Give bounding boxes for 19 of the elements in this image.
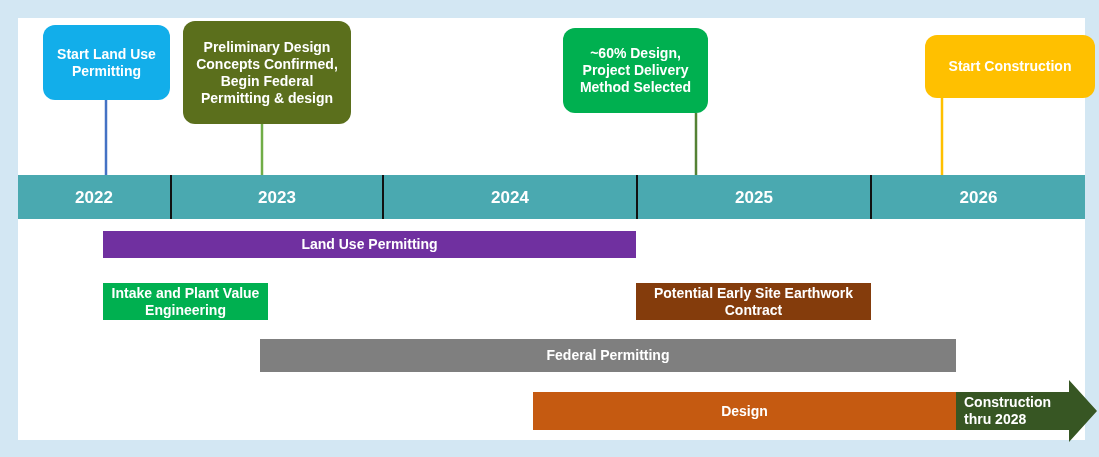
task-bar: Intake and Plant Value Engineering	[103, 283, 268, 320]
leader-line	[940, 98, 944, 175]
task-bar: Land Use Permitting	[103, 231, 636, 258]
milestone-box: Start Construction	[925, 35, 1095, 98]
arrow-bar: Construction thru 2028	[956, 380, 1097, 442]
task-bar: Design	[533, 392, 956, 430]
leader-line	[260, 124, 264, 175]
year-segment: 2024	[382, 175, 636, 219]
milestone-box: Preliminary Design Concepts Confirmed, Begin Federal Permitting & design	[183, 21, 351, 124]
leader-line	[694, 113, 698, 175]
task-bar: Potential Early Site Earthwork Contract	[636, 283, 871, 320]
task-bar: Federal Permitting	[260, 339, 956, 372]
leader-line	[104, 100, 108, 175]
year-segment: 2022	[18, 175, 170, 219]
year-segment: 2025	[636, 175, 870, 219]
year-segment: 2023	[170, 175, 382, 219]
year-segment: 2026	[870, 175, 1085, 219]
milestone-box: ~60% Design, Project Delivery Method Selected	[563, 28, 708, 113]
milestone-box: Start Land Use Permitting	[43, 25, 170, 100]
